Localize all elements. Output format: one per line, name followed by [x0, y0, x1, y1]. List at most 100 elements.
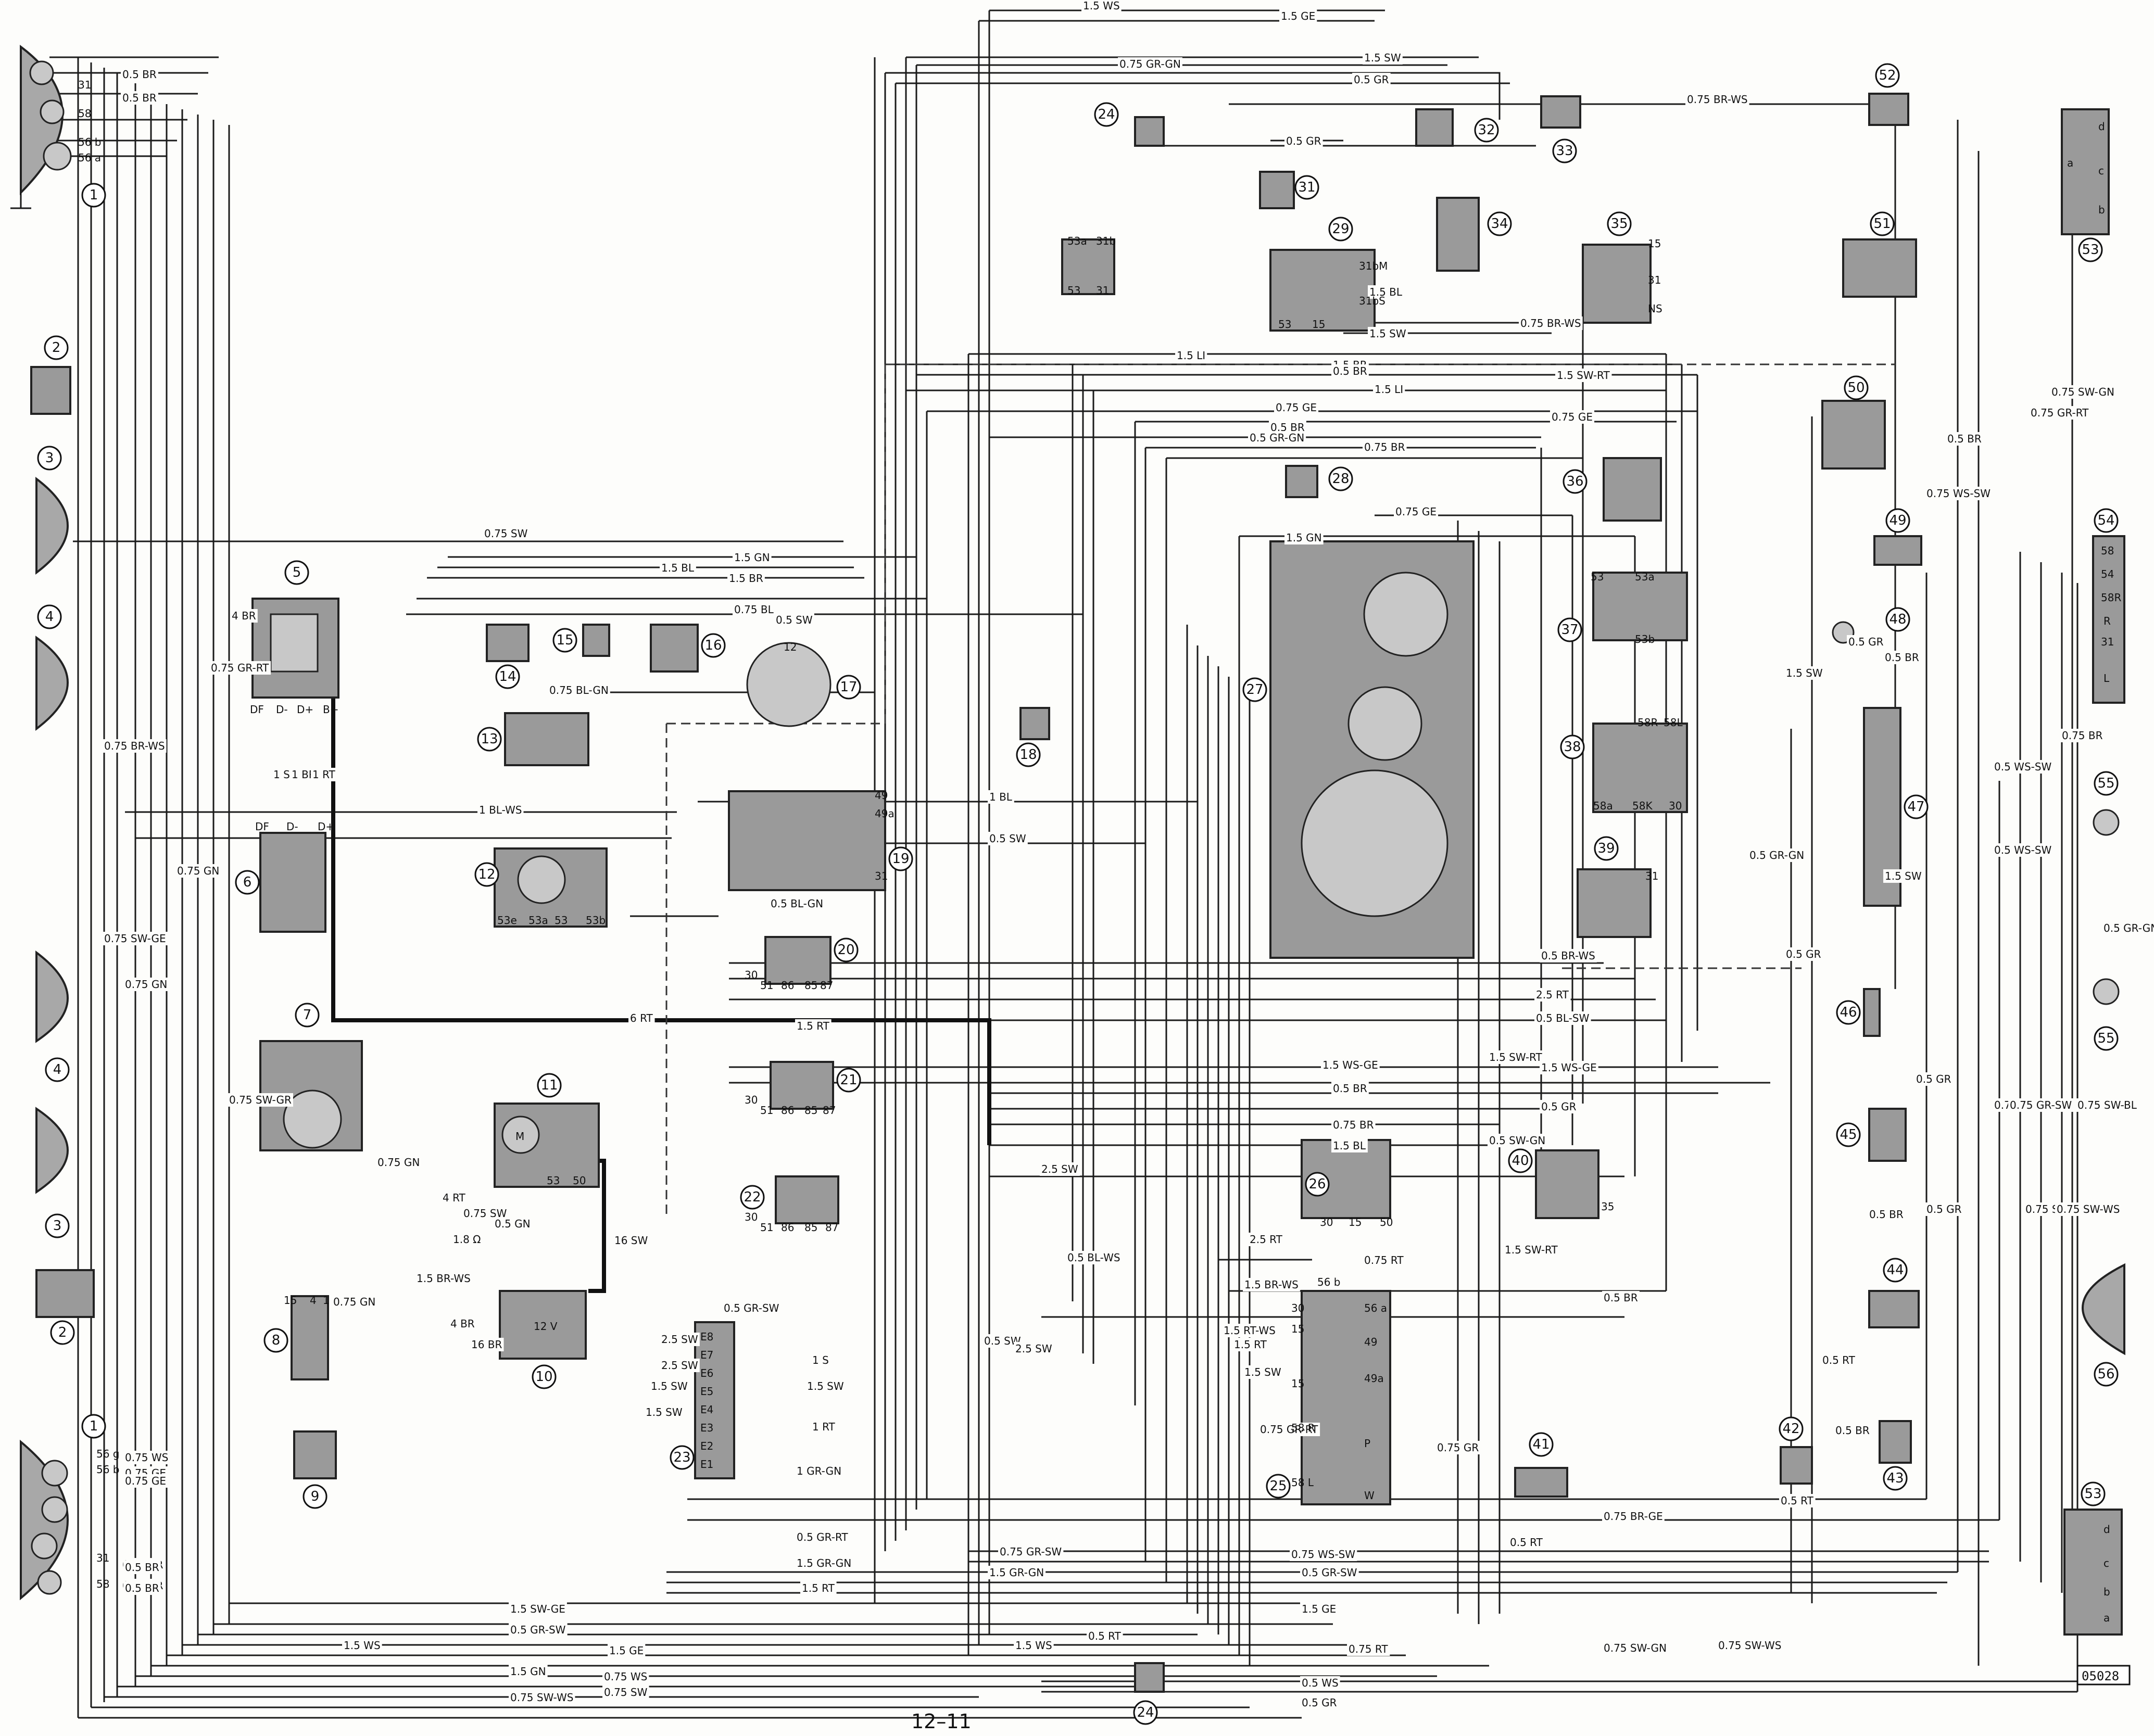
svg-text:18: 18	[1019, 747, 1037, 763]
relay-21	[770, 1061, 834, 1110]
label-25: 25	[1266, 1474, 1291, 1499]
wire-label: 1.5 RT	[1234, 1338, 1267, 1351]
svg-text:7: 7	[303, 1007, 312, 1023]
label-14: 14	[495, 664, 520, 689]
svg-text:87: 87	[820, 979, 833, 992]
svg-text:26: 26	[1308, 1176, 1326, 1192]
label-2-bottom: 2	[50, 1320, 75, 1345]
lamp-3-upper	[35, 476, 69, 575]
tail-lamp-53-lower	[2063, 1509, 2123, 1636]
wire-label: 2.5 RT	[1536, 989, 1569, 1001]
wire-label: 1.5 RT-WS	[1224, 1324, 1276, 1337]
wire-label: 0.75 GR-RT	[211, 662, 269, 674]
label-5: 5	[284, 560, 309, 585]
wire-label: 1.8 Ω	[453, 1233, 481, 1246]
wire-label: 0.75 GR-GN	[1119, 58, 1181, 70]
svg-text:23: 23	[673, 1450, 690, 1465]
svg-text:1: 1	[323, 1294, 330, 1307]
label-31: 31	[1294, 175, 1319, 200]
component-14	[486, 624, 530, 662]
svg-text:16: 16	[704, 638, 722, 653]
svg-text:33: 33	[1556, 143, 1573, 159]
label-16: 16	[701, 633, 726, 658]
relay-35	[1582, 244, 1652, 324]
label-37: 37	[1557, 617, 1582, 642]
svg-text:49: 49	[1889, 513, 1906, 528]
svg-text:43: 43	[1886, 1471, 1904, 1486]
wire-label: 0.5 BR	[122, 68, 157, 81]
component-40	[1535, 1149, 1599, 1219]
component-2-lower	[35, 1269, 95, 1318]
svg-text:53: 53	[1278, 318, 1291, 331]
label-53-top: 53	[2078, 237, 2103, 262]
svg-text:58K: 58K	[1632, 800, 1653, 812]
wire-label: 0.5 GR	[1302, 1696, 1337, 1709]
label-51: 51	[1870, 211, 1895, 236]
wire-label: 0.75 GN	[377, 1156, 420, 1169]
svg-text:58: 58	[96, 1578, 109, 1590]
label-52: 52	[1875, 63, 1900, 88]
svg-text:D-: D-	[286, 820, 298, 833]
component-37	[1592, 572, 1688, 641]
wire-label: 0.5 BR	[125, 1582, 159, 1594]
svg-text:44: 44	[1886, 1262, 1904, 1278]
page-number: 12–11	[911, 1710, 972, 1733]
svg-text:87: 87	[825, 1221, 838, 1234]
svg-text:85: 85	[804, 1104, 817, 1117]
label-19: 19	[888, 846, 913, 871]
svg-text:15: 15	[284, 1294, 297, 1307]
svg-text:DF: DF	[250, 703, 264, 716]
svg-text:31: 31	[875, 870, 888, 882]
label-17: 17	[836, 675, 861, 700]
svg-text:49: 49	[1364, 1336, 1377, 1348]
wire-label: 0.75 SW	[604, 1686, 648, 1699]
svg-text:1: 1	[90, 1418, 98, 1434]
wire-label: 0.5 BR	[1885, 651, 1919, 664]
headlamp-left-lower	[20, 1439, 69, 1601]
label-54: 54	[2094, 508, 2119, 533]
wire-label: 0.75 WS	[125, 1451, 168, 1464]
wire-label: 0.5 BL-GN	[771, 897, 823, 910]
label-22: 22	[740, 1185, 765, 1210]
svg-text:12 V: 12 V	[534, 1320, 558, 1333]
svg-text:D+: D+	[297, 703, 313, 716]
wire-label: 2.5 SW	[661, 1333, 698, 1346]
svg-text:32: 32	[1478, 122, 1495, 138]
svg-text:50: 50	[573, 1174, 586, 1187]
components	[10, 44, 2125, 1693]
svg-text:29: 29	[1332, 221, 1349, 237]
component-33	[1540, 95, 1581, 129]
wire-label: 1.5 BR-WS	[417, 1272, 471, 1285]
svg-text:15: 15	[1349, 1216, 1362, 1228]
wire-label: 0.5 SW	[776, 614, 813, 626]
svg-text:27: 27	[1246, 682, 1263, 698]
svg-text:31: 31	[2101, 636, 2114, 648]
wire-label: 0.5 BR	[1835, 1424, 1870, 1437]
svg-text:51: 51	[760, 979, 773, 992]
wire-label: 0.5 BL-WS	[1067, 1251, 1120, 1264]
wire-label: 0.5 GR-SW	[1302, 1566, 1357, 1579]
label-18: 18	[1016, 742, 1041, 767]
svg-text:15: 15	[1291, 1377, 1304, 1390]
wire-label: 1.5 WS	[1083, 0, 1120, 12]
tail-lamp-53-upper	[2061, 108, 2110, 235]
wire-label: 1.5 SW-RT	[1505, 1244, 1558, 1256]
svg-text:R: R	[2103, 615, 2111, 627]
interior-light-56	[2082, 1263, 2125, 1355]
svg-text:41: 41	[1532, 1437, 1550, 1452]
wire-label: 0.5 BR	[1947, 433, 1982, 445]
lamp-55-lower	[2093, 978, 2120, 1005]
component-42	[1780, 1446, 1813, 1485]
label-29: 29	[1328, 217, 1353, 242]
regulator-6	[259, 832, 326, 933]
svg-text:53: 53	[2084, 1486, 2101, 1502]
svg-text:56 a: 56 a	[1364, 1302, 1387, 1314]
wire-label: 0.75 BL-GN	[549, 684, 609, 696]
wire-label: 1.5 GE	[1281, 10, 1315, 22]
svg-text:31: 31	[96, 1552, 109, 1564]
svg-text:b: b	[2098, 204, 2105, 216]
component-52	[1868, 93, 1909, 126]
svg-text:31bM: 31bM	[1359, 260, 1388, 272]
component-13	[504, 712, 589, 766]
svg-text:M: M	[515, 1130, 524, 1143]
